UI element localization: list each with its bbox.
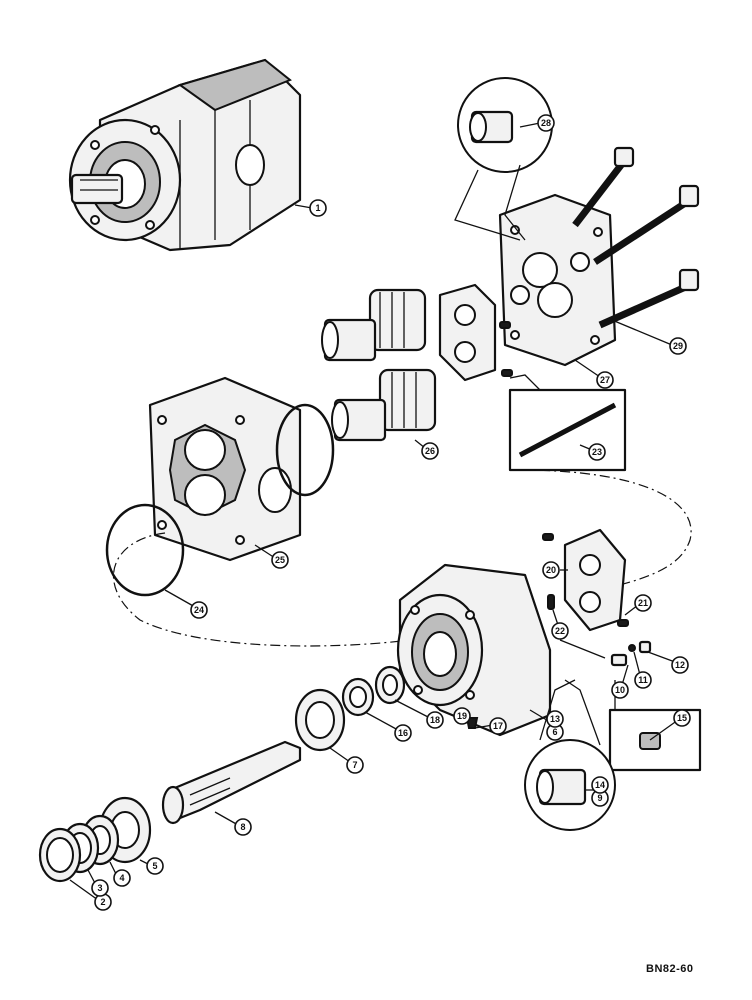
callout-3: 3 [91, 879, 109, 897]
callout-12: 12 [671, 656, 689, 674]
callout-18: 18 [426, 711, 444, 729]
svg-text:7: 7 [352, 760, 357, 770]
svg-text:6: 6 [552, 727, 557, 737]
callout-14: 14 [591, 776, 609, 794]
dowel-pin [547, 594, 555, 610]
bearing-plate-lower [563, 528, 627, 632]
callout-10: 10 [611, 681, 629, 699]
dowel-pin [501, 369, 513, 377]
front-housing [396, 563, 552, 737]
callout-19: 19 [453, 707, 471, 725]
assembled-pump [68, 58, 302, 252]
callout-2: 2 [94, 893, 112, 911]
callout-5: 5 [146, 857, 164, 875]
svg-text:23: 23 [592, 447, 602, 457]
detail-bubble-needle-bearing-top [454, 77, 553, 241]
callout-17: 17 [489, 717, 507, 735]
assembly-path-loop [112, 469, 692, 647]
svg-text:15: 15 [677, 713, 687, 723]
svg-text:16: 16 [398, 728, 408, 738]
svg-text:9: 9 [597, 793, 602, 803]
callout-11: 11 [634, 671, 652, 689]
svg-text:10: 10 [615, 685, 625, 695]
callout-24: 24 [190, 601, 208, 619]
drive-shaft [161, 740, 302, 825]
callout-28: 28 [537, 114, 555, 132]
callout-16: 16 [394, 724, 412, 742]
svg-text:14: 14 [595, 780, 605, 790]
callout-21: 21 [634, 594, 652, 612]
svg-text:25: 25 [275, 555, 285, 565]
drawing-code: BN82-60 [646, 963, 694, 975]
bearing-plate-upper [438, 283, 497, 382]
dowel-pin [499, 321, 511, 329]
seal-strip-box [508, 374, 627, 472]
svg-text:20: 20 [546, 565, 556, 575]
svg-text:28: 28 [541, 118, 551, 128]
callout-1: 1 [309, 199, 327, 217]
svg-text:29: 29 [673, 341, 683, 351]
svg-text:22: 22 [555, 626, 565, 636]
driven-gear-lower [331, 368, 437, 442]
rear-cover-with-bolts [498, 146, 700, 367]
svg-text:1: 1 [315, 203, 320, 213]
svg-text:12: 12 [675, 660, 685, 670]
svg-text:18: 18 [430, 715, 440, 725]
svg-text:17: 17 [493, 721, 503, 731]
callout-20: 20 [542, 561, 560, 579]
svg-text:2: 2 [100, 897, 105, 907]
svg-text:5: 5 [152, 861, 157, 871]
valve-cap [638, 640, 652, 654]
callout-22: 22 [551, 622, 569, 640]
svg-text:3: 3 [97, 883, 102, 893]
pump-body [148, 376, 302, 562]
callout-29: 29 [669, 337, 687, 355]
drive-gear-upper [321, 288, 427, 362]
svg-text:19: 19 [457, 711, 467, 721]
svg-text:13: 13 [550, 714, 560, 724]
dowel-pin [617, 619, 629, 627]
svg-text:11: 11 [638, 675, 648, 685]
callout-7: 7 [346, 756, 364, 774]
callout-25: 25 [271, 551, 289, 569]
svg-text:24: 24 [194, 605, 204, 615]
leader-lines [69, 122, 679, 901]
o-ring-left [105, 503, 185, 597]
dowel-pin [542, 533, 554, 541]
svg-text:8: 8 [240, 822, 245, 832]
svg-text:21: 21 [638, 598, 648, 608]
svg-text:27: 27 [600, 375, 610, 385]
callout-15: 15 [673, 709, 691, 727]
valve-ball [628, 644, 636, 652]
svg-text:4: 4 [119, 873, 124, 883]
callout-4: 4 [113, 869, 131, 887]
o-ring-right [275, 403, 335, 497]
callout-23: 23 [588, 443, 606, 461]
valve-plug [610, 653, 628, 667]
callout-8: 8 [234, 818, 252, 836]
detail-bubble-needle-bearing-bottom [524, 679, 616, 831]
callout-13: 13 [546, 710, 564, 728]
svg-text:26: 26 [425, 446, 435, 456]
callout-26: 26 [421, 442, 439, 460]
callout-27: 27 [596, 371, 614, 389]
